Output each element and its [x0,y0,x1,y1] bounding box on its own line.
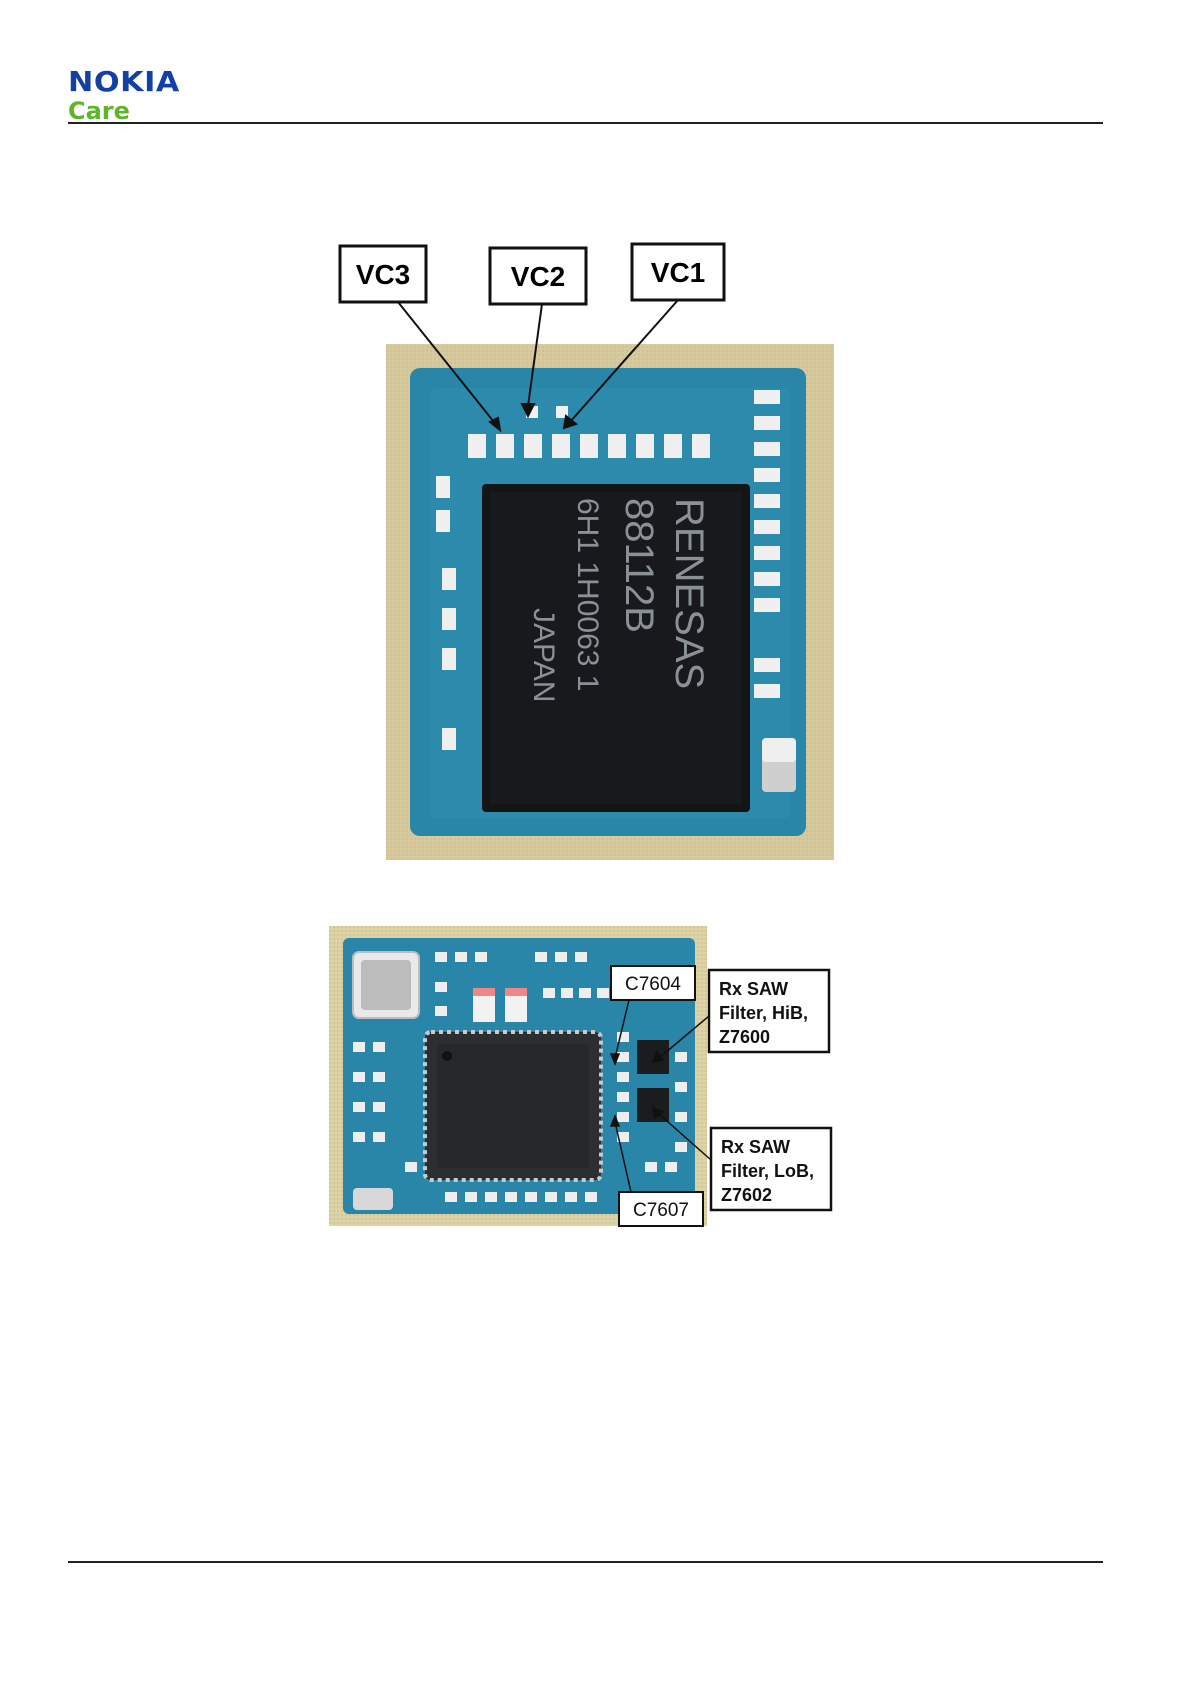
callout-c7604-label: C7604 [625,974,681,995]
callout-saw-lob: Rx SAW Filter, LoB, Z7602 [711,1128,831,1210]
callout-saw-hib: Rx SAW Filter, HiB, Z7600 [709,970,829,1052]
nokia-care-logo: NOKIA Care [68,68,172,124]
logo-sub: Care [68,98,172,124]
callout-saw-hib-line: Z7600 [719,1027,770,1047]
chip-marking-line: RENESAS [667,498,711,689]
chip-marking-line: 6H1 1H0063 1 [571,498,604,691]
callout-vc1-label: VC1 [651,257,705,288]
smd-capacitor [353,1188,393,1210]
rx-module-photo: C7604 C7607 Rx SAW Filter, HiB, Z7600 Rx… [325,922,865,1232]
callout-saw-hib-line: Filter, HiB, [719,1003,808,1023]
saw-filter-z7600 [637,1040,669,1074]
pa-module-photo: RENESAS 88112B 6H1 1H0063 1 JAPAN VC3 VC… [330,238,850,868]
figure-rx-module: C7604 C7607 Rx SAW Filter, HiB, Z7600 Rx… [325,922,865,1237]
header-rule [68,122,1103,124]
logo-brand: NOKIA [68,68,180,96]
saw-filter-z7602 [637,1088,669,1122]
callout-vc2-label: VC2 [511,261,565,292]
callout-c7607: C7607 [619,1192,703,1226]
figure-pa-module: RENESAS 88112B 6H1 1H0063 1 JAPAN VC3 VC… [330,238,850,873]
chip-marking-line: 88112B [617,498,661,633]
callout-vc3: VC3 [340,246,426,302]
callout-vc1: VC1 [632,244,724,300]
chip-marking-line: JAPAN [527,608,560,702]
callout-vc3-label: VC3 [356,259,410,290]
callout-saw-lob-line: Rx SAW [721,1137,790,1157]
footer-rule [68,1561,1103,1563]
callout-saw-lob-line: Z7602 [721,1185,772,1205]
callout-c7604: C7604 [611,966,695,1000]
callout-saw-hib-line: Rx SAW [719,979,788,999]
callout-saw-lob-line: Filter, LoB, [721,1161,814,1181]
callout-vc2: VC2 [490,248,586,304]
callout-c7607-label: C7607 [633,1200,689,1221]
